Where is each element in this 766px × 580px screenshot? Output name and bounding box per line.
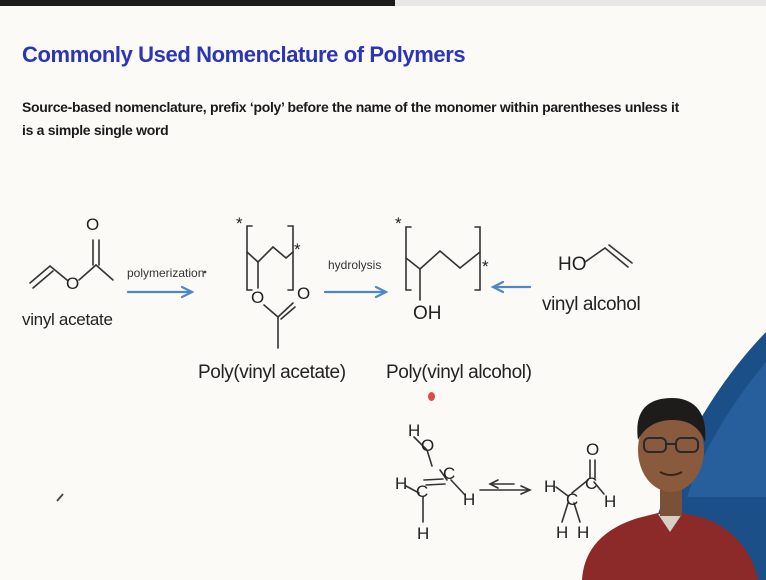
vinyl-acetate-ester-o: O: [66, 274, 80, 293]
enol-h-bottom: H: [417, 524, 430, 543]
keto-h-bottom-right: H: [577, 523, 590, 542]
pvoh-star-left: *: [395, 214, 402, 233]
enol-h-on-o: H: [408, 421, 421, 440]
body-line-2: is a simple single word: [22, 122, 169, 138]
stray-dot: [203, 270, 207, 274]
top-bar-dark: [0, 0, 395, 6]
vinyl-acetate-structure: [29, 239, 114, 289]
keto-tautomer-structure: [555, 459, 605, 523]
top-bar-light: [395, 0, 766, 6]
enol-o: O: [421, 436, 435, 455]
hypothetical-monomer-label: vinyl alcohol: [542, 294, 641, 315]
equilibrium-reverse-head: [488, 479, 499, 489]
pva-star-right: *: [294, 240, 301, 259]
pva-ester-o: O: [251, 288, 265, 307]
pva-star-left: *: [236, 214, 243, 233]
presenter-video: [582, 332, 766, 580]
polymer2-label: Poly(vinyl alcohol): [386, 362, 532, 383]
keto-h-left: H: [544, 477, 557, 496]
arrow-hydrolysis-head: [374, 285, 389, 299]
enol-c-left: C: [416, 482, 429, 501]
pvoh-star-right: *: [482, 257, 489, 276]
vinyl-acetate-carbonyl-o: O: [86, 215, 100, 234]
slide-title: Commonly Used Nomenclature of Polymers: [22, 42, 466, 67]
vinyl-alcohol-ho: HO: [558, 254, 587, 275]
pva-carbonyl-o: O: [297, 284, 311, 303]
poly-vinyl-alcohol-structure: [405, 226, 481, 301]
arrow-polymerization-head: [180, 285, 195, 299]
enol-h-right: H: [463, 490, 476, 509]
arrow1-label: polymerization: [127, 266, 205, 280]
keto-c-right: C: [585, 474, 598, 493]
keto-c-left: C: [566, 490, 579, 509]
polymer1-label: Poly(vinyl acetate): [198, 362, 346, 383]
arrow2-label: hydrolysis: [328, 258, 382, 272]
keto-h-right: H: [604, 492, 617, 511]
keto-o: O: [586, 440, 600, 459]
enol-tautomer-structure: [405, 436, 466, 523]
monomer-label: vinyl acetate: [22, 310, 113, 329]
pvoh-oh-group: OH: [413, 303, 442, 324]
keto-h-bottom-left: H: [556, 523, 569, 542]
body-line-1: Source-based nomenclature, prefix ‘poly’…: [22, 99, 679, 115]
pen-mark: [56, 493, 64, 502]
enol-h-left: H: [395, 474, 408, 493]
laser-pointer-dot: [428, 392, 435, 401]
enol-c-right: C: [443, 464, 456, 483]
vinyl-alcohol-structure: [584, 244, 633, 268]
slide-body: Source-based nomenclature, prefix ‘poly’…: [22, 96, 764, 142]
arrow-from-vinyl-alcohol-head: [490, 280, 505, 294]
equilibrium-forward-head: [520, 485, 532, 495]
poly-vinyl-acetate-structure: [246, 225, 296, 349]
